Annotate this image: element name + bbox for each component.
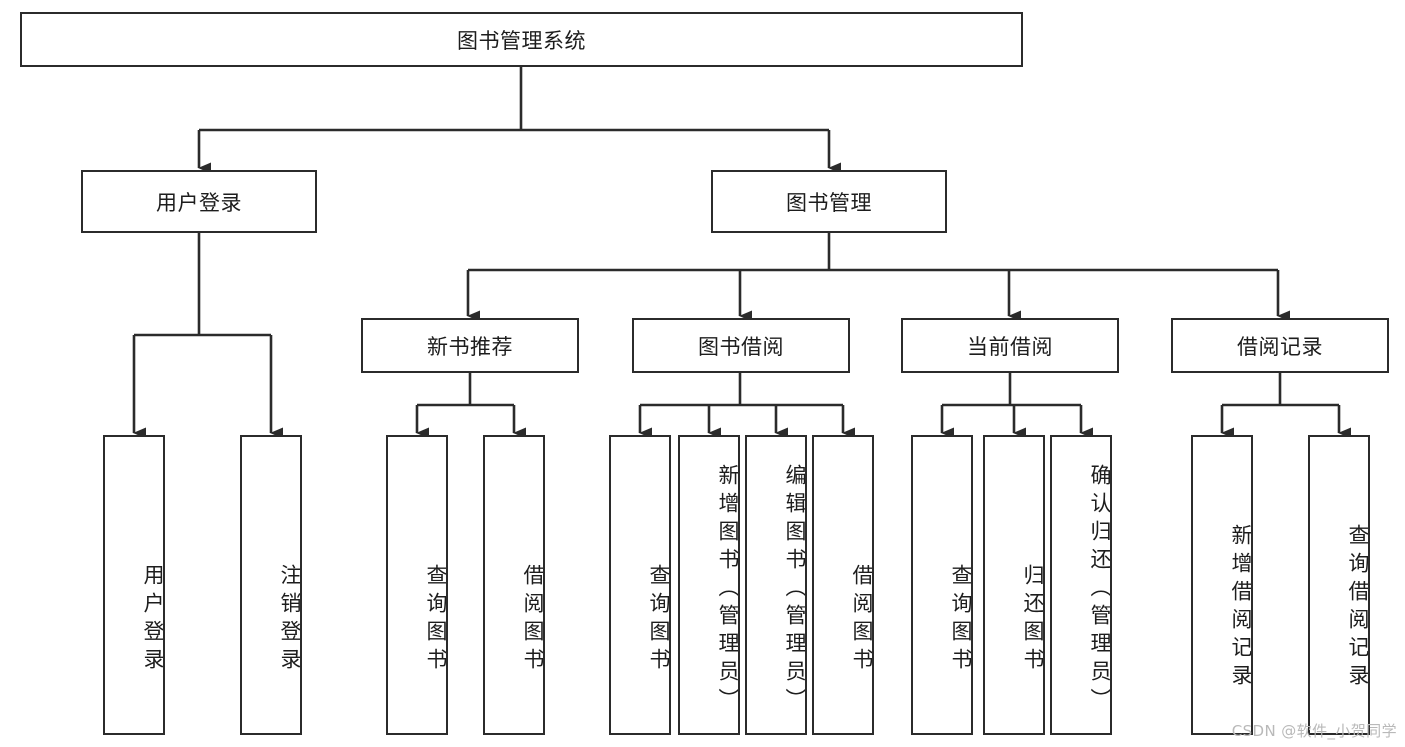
node-leaf-borrow-book[interactable]: 借阅图书 — [812, 435, 874, 735]
node-leaf-query-book-borrow[interactable]: 查询图书 — [609, 435, 671, 735]
node-leaf-query-book-current[interactable]: 查询图书 — [911, 435, 973, 735]
node-leaf-confirm-return-admin[interactable]: 确认归还（管理员） — [1050, 435, 1112, 735]
node-level3-book-borrow[interactable]: 图书借阅 — [632, 318, 850, 373]
tree-connectors — [132, 67, 1351, 439]
node-leaf-return-book[interactable]: 归还图书 — [983, 435, 1045, 735]
node-root-图书管理系统[interactable]: 图书管理系统 — [20, 12, 1023, 67]
csdn-watermark: CSDN @软件_小贺同学 — [1231, 722, 1397, 740]
node-leaf-query-borrow-record[interactable]: 查询借阅记录 — [1308, 435, 1370, 735]
node-level3-current-borrow[interactable]: 当前借阅 — [901, 318, 1119, 373]
node-level3-borrow-records[interactable]: 借阅记录 — [1171, 318, 1389, 373]
node-leaf-add-borrow-record[interactable]: 新增借阅记录 — [1191, 435, 1253, 735]
node-leaf-borrow-book-recommend[interactable]: 借阅图书 — [483, 435, 545, 735]
node-level2-book-management[interactable]: 图书管理 — [711, 170, 947, 233]
node-leaf-user-login[interactable]: 用户登录 — [103, 435, 165, 735]
node-leaf-logout[interactable]: 注销登录 — [240, 435, 302, 735]
node-leaf-query-book-recommend[interactable]: 查询图书 — [386, 435, 448, 735]
node-level3-new-book-recommend[interactable]: 新书推荐 — [361, 318, 579, 373]
node-leaf-edit-book-admin[interactable]: 编辑图书（管理员） — [745, 435, 807, 735]
node-leaf-add-book-admin[interactable]: 新增图书（管理员） — [678, 435, 740, 735]
node-level2-user-login[interactable]: 用户登录 — [81, 170, 317, 233]
